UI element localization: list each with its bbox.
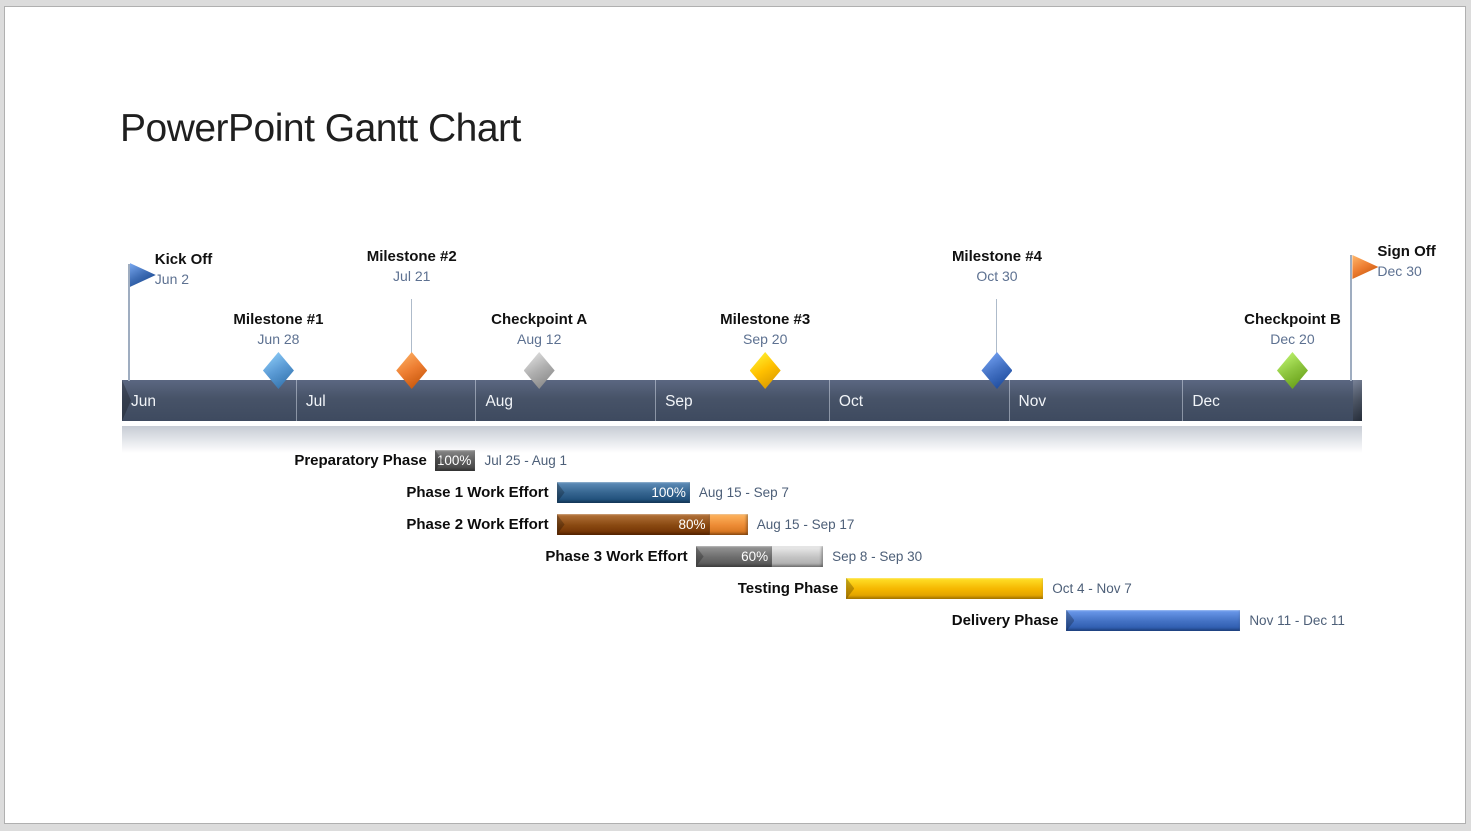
milestone-date: Jun 2 [154, 271, 190, 287]
connector-line [411, 299, 413, 381]
task-bar[interactable]: 80% [556, 514, 748, 535]
task-percent-label: 100% [651, 485, 686, 500]
page-title[interactable]: PowerPoint Gantt Chart [120, 107, 521, 150]
timeline-shadow [122, 426, 1362, 453]
month-cell-dec: Dec [1182, 380, 1362, 421]
task-percent-label: 80% [678, 517, 706, 532]
task-progress-fill: 100% [556, 482, 690, 503]
task-bar[interactable] [846, 578, 1044, 599]
task-dates: Aug 15 - Sep 7 [698, 485, 789, 500]
milestone-title: Kick Off [154, 251, 213, 268]
month-cell-oct: Oct [828, 380, 1009, 421]
task-row-delivery-phase: Delivery Phase Nov 11 - Dec 11 [5, 610, 1465, 631]
task-progress-fill: 60% [695, 546, 773, 567]
task-label: Testing Phase [737, 580, 839, 597]
milestone-title: Milestone #1 [233, 311, 324, 328]
milestone-text: Checkpoint B Dec 20 [1244, 311, 1341, 347]
connector-line [996, 299, 998, 381]
task-row-testing-phase: Testing Phase Oct 4 - Nov 7 [5, 578, 1465, 599]
task-progress-fill: 80% [556, 514, 710, 535]
task-label: Delivery Phase [951, 612, 1059, 629]
month-cell-sep: Sep [655, 380, 829, 421]
task-row-phase-3-work-effort: Phase 3 Work Effort 60% Sep 8 - Sep 30 [5, 546, 1465, 567]
task-row-phase-1-work-effort: Phase 1 Work Effort 100% Aug 15 - Sep 7 [5, 482, 1465, 503]
milestone-title: Milestone #3 [720, 311, 811, 328]
task-percent-label: 60% [741, 549, 769, 564]
milestone-date: Jul 21 [393, 268, 431, 284]
milestone-title: Sign Off [1377, 243, 1436, 260]
task-dates: Oct 4 - Nov 7 [1052, 581, 1132, 596]
milestone-date: Aug 12 [517, 331, 562, 347]
task-bar[interactable]: 100% [434, 450, 476, 471]
milestone-title: Checkpoint B [1244, 311, 1341, 328]
task-label: Phase 1 Work Effort [406, 484, 549, 501]
milestone-date: Dec 30 [1377, 263, 1422, 279]
task-label: Phase 3 Work Effort [545, 548, 688, 565]
task-label: Preparatory Phase [294, 452, 427, 469]
task-dates: Aug 15 - Sep 17 [756, 517, 855, 532]
month-cell-jul: Jul [295, 380, 476, 421]
month-cell-aug: Aug [475, 380, 655, 421]
timeline-bar[interactable]: Jun Jul Aug Sep Oct Nov Dec [122, 380, 1362, 421]
task-row-preparatory-phase: Preparatory Phase 100% Jul 25 - Aug 1 [5, 450, 1465, 471]
task-progress-fill [1066, 610, 1241, 631]
flag-pole [1350, 255, 1353, 381]
milestone-date: Oct 30 [976, 268, 1018, 284]
task-dates: Jul 25 - Aug 1 [484, 453, 568, 468]
task-dates: Sep 8 - Sep 30 [832, 549, 923, 564]
slide-canvas: PowerPoint Gantt Chart Jun Jul Aug Sep O… [4, 6, 1466, 824]
milestone-text: Sign Off Dec 30 [1377, 243, 1435, 279]
milestone-date: Jun 28 [257, 331, 300, 347]
flag-pole [127, 264, 130, 381]
milestone-text: Milestone #3 Sep 20 [720, 311, 810, 347]
task-label: Phase 2 Work Effort [406, 516, 549, 533]
month-cell-nov: Nov [1008, 380, 1183, 421]
milestone-text: Milestone #4 Oct 30 [952, 248, 1042, 284]
milestone-text: Kick Off Jun 2 [155, 251, 213, 287]
task-bar[interactable]: 60% [695, 546, 824, 567]
task-percent-label: 100% [436, 453, 472, 468]
task-progress-fill: 100% [434, 450, 476, 471]
milestone-title: Milestone #4 [951, 248, 1042, 265]
milestone-date: Sep 20 [742, 331, 788, 347]
flag-icon [129, 263, 156, 287]
milestone-date: Dec 20 [1270, 331, 1315, 347]
task-row-phase-2-work-effort: Phase 2 Work Effort 80% Aug 15 - Sep 17 [5, 514, 1465, 535]
milestone-text: Milestone #1 Jun 28 [233, 311, 323, 347]
flag-icon [1352, 255, 1379, 279]
milestone-title: Milestone #2 [366, 248, 457, 265]
milestone-title: Checkpoint A [491, 311, 588, 328]
milestone-text: Checkpoint A Aug 12 [491, 311, 587, 347]
task-bar[interactable] [1066, 610, 1241, 631]
task-progress-fill [846, 578, 1044, 599]
task-bar[interactable]: 100% [556, 482, 690, 503]
task-dates: Nov 11 - Dec 11 [1249, 613, 1345, 628]
milestone-text: Milestone #2 Jul 21 [367, 248, 457, 284]
month-cell-jun: Jun [131, 393, 156, 410]
